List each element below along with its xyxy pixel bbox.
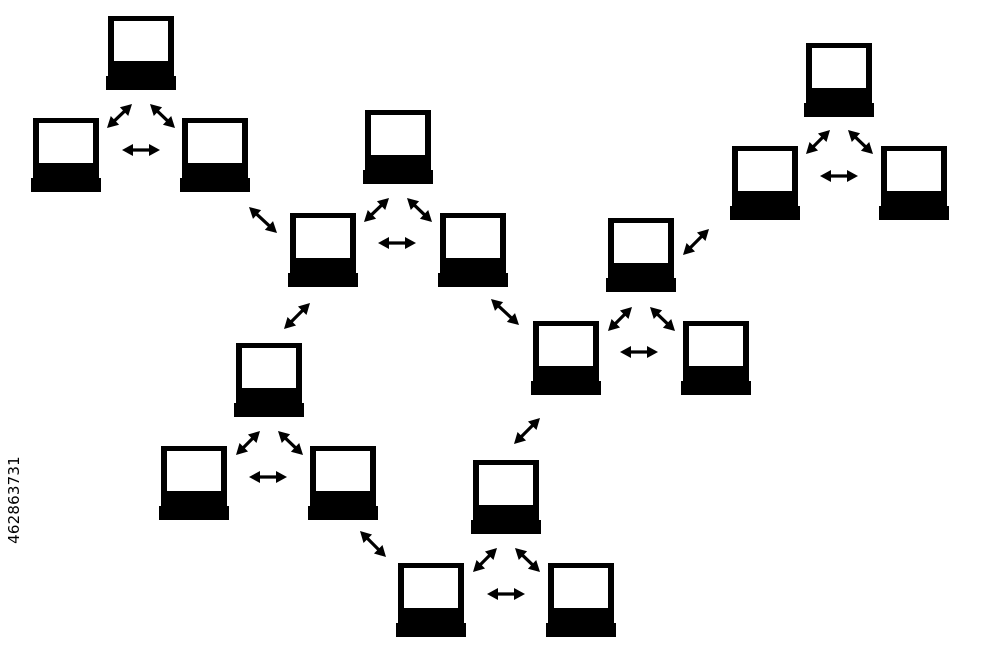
computer-monitor-icon — [159, 446, 229, 520]
double-headed-arrow-icon — [650, 307, 675, 331]
network-links — [107, 104, 873, 600]
stock-image-id-text: 462863731 — [5, 456, 23, 544]
computer-monitor-icon — [438, 213, 508, 287]
computer-monitor-icon — [681, 321, 751, 395]
double-headed-arrow-icon — [848, 130, 873, 154]
double-headed-arrow-icon — [360, 531, 386, 557]
double-headed-arrow-icon — [249, 207, 277, 233]
double-headed-arrow-icon — [122, 144, 160, 156]
computer-monitor-icon — [546, 563, 616, 637]
computer-monitor-icon — [180, 118, 250, 192]
computer-monitor-icon — [234, 343, 304, 417]
computer-monitor-icon — [106, 16, 176, 90]
double-headed-arrow-icon — [683, 229, 709, 255]
computer-monitor-icon — [288, 213, 358, 287]
computer-monitor-icon — [363, 110, 433, 184]
double-headed-arrow-icon — [820, 170, 858, 182]
double-headed-arrow-icon — [514, 418, 540, 444]
double-headed-arrow-icon — [107, 104, 132, 128]
computer-monitor-icon — [308, 446, 378, 520]
double-headed-arrow-icon — [515, 548, 540, 572]
double-headed-arrow-icon — [150, 104, 175, 128]
double-headed-arrow-icon — [284, 303, 310, 329]
double-headed-arrow-icon — [364, 198, 389, 222]
double-headed-arrow-icon — [491, 299, 519, 325]
double-headed-arrow-icon — [487, 588, 525, 600]
double-headed-arrow-icon — [278, 431, 303, 455]
computer-monitor-icon — [606, 218, 676, 292]
double-headed-arrow-icon — [236, 431, 260, 455]
double-headed-arrow-icon — [620, 346, 658, 358]
computer-monitor-icon — [31, 118, 101, 192]
double-headed-arrow-icon — [407, 198, 432, 222]
computer-monitor-icon — [730, 146, 800, 220]
computer-monitor-icon — [804, 43, 874, 117]
double-headed-arrow-icon — [378, 237, 416, 249]
double-headed-arrow-icon — [608, 307, 632, 331]
network-nodes — [31, 16, 949, 637]
computer-monitor-icon — [879, 146, 949, 220]
computer-monitor-icon — [531, 321, 601, 395]
double-headed-arrow-icon — [473, 548, 497, 572]
stock-image-id: 462863731 — [4, 430, 24, 570]
double-headed-arrow-icon — [806, 130, 830, 154]
computer-monitor-icon — [471, 460, 541, 534]
double-headed-arrow-icon — [249, 471, 287, 483]
computer-monitor-icon — [396, 563, 466, 637]
